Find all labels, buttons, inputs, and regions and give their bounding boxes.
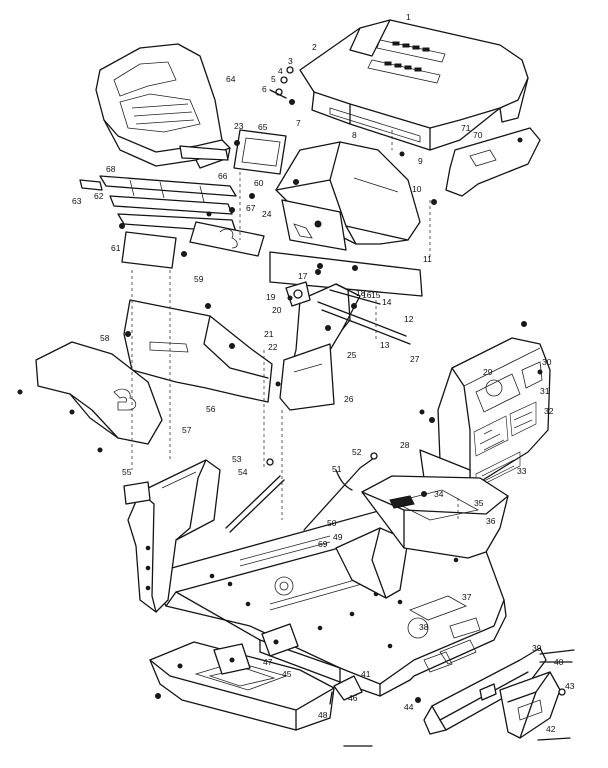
callout-62: 62 [94,191,104,201]
callout-24: 24 [262,209,272,219]
assembly-leader-lines [131,130,459,520]
callout-21: 21 [264,329,274,339]
callout-61: 61 [111,243,121,253]
callout-17: 17 [298,271,308,281]
callout-45: 45 [282,669,292,679]
callout-28: 28 [400,440,410,450]
callout-13: 13 [380,340,390,350]
callout-1: 1 [406,12,411,22]
callout-31: 31 [540,386,550,396]
hood-hardware [269,66,295,105]
callout-labels: 1234567891011121314151617181920212223242… [72,12,575,734]
callout-50: 50 [327,518,337,528]
fender-57 [17,331,163,453]
callout-18: 18 [356,288,366,298]
callout-69: 69 [318,539,328,549]
callout-33: 33 [517,466,527,476]
callout-57: 57 [182,425,192,435]
callout-6: 6 [262,84,267,94]
callout-30: 30 [542,357,552,367]
grille [419,321,551,499]
callout-60: 60 [254,178,264,188]
callout-67: 67 [246,203,256,213]
support-plate [335,475,509,599]
callout-8: 8 [352,130,357,140]
callout-54: 54 [238,467,248,477]
callout-38: 38 [419,622,429,632]
callout-64: 64 [226,74,236,84]
callout-43: 43 [565,681,575,691]
seat [95,43,231,169]
callout-32: 32 [544,406,554,416]
panel-26 [275,343,335,411]
callout-10: 10 [412,184,422,194]
dash-panel [269,251,423,297]
callout-48: 48 [318,710,328,720]
rear-bracket [123,459,221,613]
callout-55: 55 [122,467,132,477]
callout-35: 35 [474,498,484,508]
callout-34: 34 [434,489,444,499]
callout-14: 14 [382,297,392,307]
seat-mounting-parts [79,129,287,269]
hood [299,19,529,151]
callout-5: 5 [271,74,276,84]
callout-2: 2 [312,42,317,52]
callout-44: 44 [404,702,414,712]
callout-47: 47 [263,657,273,667]
callout-52: 52 [352,447,362,457]
callout-15: 15 [371,290,381,300]
callout-3a: 3 [288,56,293,66]
callout-71: 71 [461,123,471,133]
callout-53: 53 [232,454,242,464]
callout-49: 49 [333,532,343,542]
callout-26: 26 [344,394,354,404]
callout-19: 19 [266,292,276,302]
front-axle [415,647,575,741]
dash-shroud-56 [123,299,273,403]
bracket-46 [329,675,363,705]
footrest-45 [149,623,335,731]
callout-70: 70 [473,130,483,140]
callout-46: 46 [348,693,358,703]
callout-22: 22 [268,342,278,352]
callout-63: 63 [72,196,82,206]
rods [225,452,378,533]
callout-29: 29 [483,367,493,377]
callout-12: 12 [404,314,414,324]
fuel-tank [275,141,421,251]
callout-51: 51 [332,464,342,474]
callout-59: 59 [194,274,204,284]
callout-25: 25 [347,350,357,360]
callout-68: 68 [106,164,116,174]
callout-7: 7 [296,118,301,128]
callout-9: 9 [418,156,423,166]
callout-11: 11 [423,254,432,264]
callout-66: 66 [218,171,228,181]
bracket-70 [399,127,541,205]
callout-37: 37 [462,592,472,602]
callout-36: 36 [486,516,496,526]
callout-23: 23 [234,121,244,131]
callout-4: 4 [278,66,283,76]
callout-16: 16 [362,290,372,300]
callout-65: 65 [258,122,268,132]
callout-27: 27 [410,354,420,364]
callout-56: 56 [206,404,216,414]
callout-42: 42 [546,724,556,734]
callout-40: 40 [554,657,564,667]
callout-41: 41 [361,669,371,679]
callout-20: 20 [272,305,282,315]
callout-39: 39 [532,643,542,653]
callout-58: 58 [100,333,110,343]
